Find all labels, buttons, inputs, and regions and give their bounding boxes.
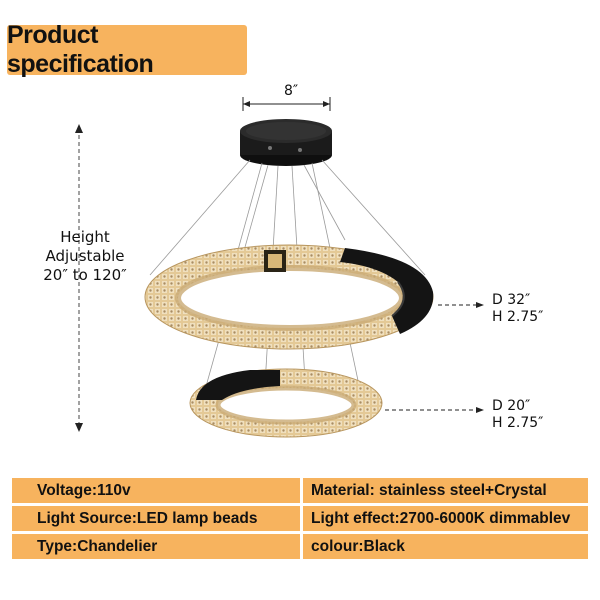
top-width-label: 8″ [284,83,299,99]
small-ring-dimension-leader [385,407,484,413]
spec-table: Voltage:110v Material: stainless steel+C… [12,478,588,562]
large-ring-diameter: D 32″ [492,292,531,308]
large-ring-height: H 2.75″ [492,309,544,325]
spec-row: Light Source:LED lamp beads Light effect… [12,506,588,534]
large-ring-dimension-leader [438,302,484,308]
small-ring-diameter: D 20″ [492,398,531,414]
chandelier-illustration [75,97,484,438]
height-line-1: Height [60,228,110,246]
light-source-spec: Light Source:LED lamp beads [12,506,303,534]
material-spec: Material: stainless steel+Crystal [303,478,588,506]
small-ring-height: H 2.75″ [492,415,544,431]
type-spec: Type:Chandelier [12,534,303,562]
colour-spec: colour:Black [303,534,588,562]
small-crystal-ring [189,368,383,438]
height-adjustable-label: Height Adjustable 20″ to 120″ [20,228,150,285]
top-width-dimension [242,97,331,111]
voltage-spec: Voltage:110v [12,478,303,506]
ceiling-canopy [240,119,332,166]
product-specification-banner: Product specification [7,21,247,78]
large-crystal-ring [144,244,434,350]
banner-title: Product specification [7,21,154,78]
spec-row: Type:Chandelier colour:Black [12,534,588,562]
light-effect-spec: Light effect:2700-6000K dimmablev [303,506,588,534]
spec-row: Voltage:110v Material: stainless steel+C… [12,478,588,506]
height-dimension-line [75,124,83,432]
height-line-2: Adjustable [45,247,125,265]
height-line-3: 20″ to 120″ [43,266,127,284]
